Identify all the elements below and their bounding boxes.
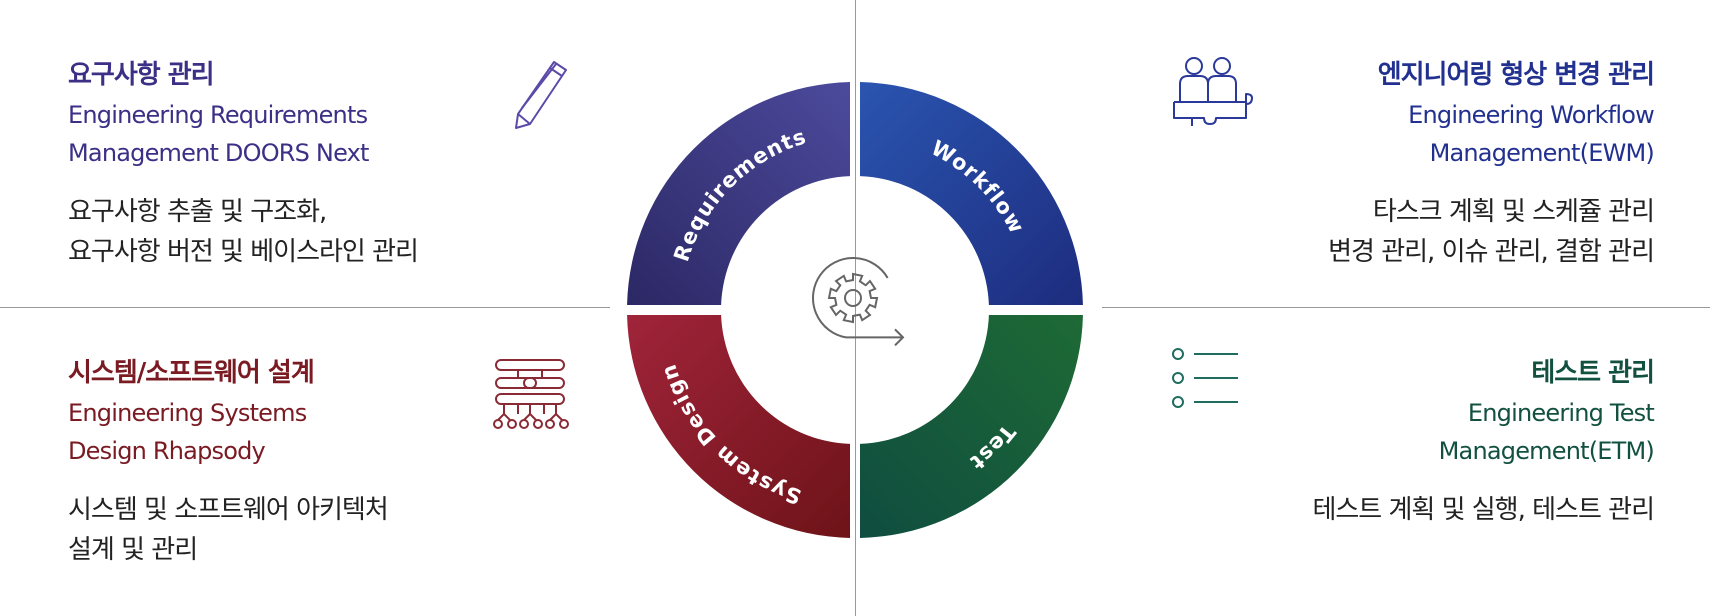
people-puzzle-icon xyxy=(1173,57,1253,126)
workflow-title: 엔지니어링 형상 변경 관리 xyxy=(1377,60,1655,90)
design-product-line1: Engineering Systems xyxy=(68,399,307,427)
workflow-desc-line2: 변경 관리, 이슈 관리, 결함 관리 xyxy=(1328,237,1655,267)
pencil-icon xyxy=(515,61,567,129)
test-title: 테스트 관리 xyxy=(1531,358,1655,388)
vertical-divider xyxy=(855,0,856,616)
horizontal-divider-right xyxy=(1102,307,1710,308)
requirements-desc-line1: 요구사항 추출 및 구조화, xyxy=(68,197,327,227)
requirements-title: 요구사항 관리 xyxy=(68,60,215,90)
design-segment xyxy=(627,314,851,538)
test-product-line1: Engineering Test xyxy=(1467,399,1655,427)
test-quadrant: 테스트 관리 Engineering Test Management(ETM) … xyxy=(1312,356,1655,530)
hierarchy-icon xyxy=(493,359,569,429)
requirements-product-line1: Engineering Requirements xyxy=(68,101,368,129)
requirements-quadrant: 요구사항 관리 Engineering Requirements Managem… xyxy=(68,58,419,272)
workflow-product-line1: Engineering Workflow xyxy=(1408,101,1655,129)
design-description: 시스템 및 소프트웨어 아키텍처 설계 및 관리 xyxy=(68,490,389,570)
requirements-description: 요구사항 추출 및 구조화, 요구사항 버전 및 베이스라인 관리 xyxy=(68,192,419,272)
test-desc-line1: 테스트 계획 및 실행, 테스트 관리 xyxy=(1312,495,1655,525)
test-description: 테스트 계획 및 실행, 테스트 관리 xyxy=(1312,490,1655,530)
requirements-segment xyxy=(627,82,851,306)
test-product-line2: Management(ETM) xyxy=(1438,437,1655,465)
test-segment xyxy=(859,314,1083,538)
checklist-icon xyxy=(1172,348,1238,408)
design-title: 시스템/소프트웨어 설계 xyxy=(68,358,315,388)
design-product-line2: Design Rhapsody xyxy=(68,437,266,465)
workflow-quadrant: 엔지니어링 형상 변경 관리 Engineering Workflow Mana… xyxy=(1328,58,1655,272)
design-desc-line2: 설계 및 관리 xyxy=(68,535,198,565)
workflow-desc-line1: 타스크 계획 및 스케쥴 관리 xyxy=(1372,197,1655,227)
workflow-description: 타스크 계획 및 스케쥴 관리 변경 관리, 이슈 관리, 결함 관리 xyxy=(1328,192,1655,272)
workflow-segment xyxy=(859,82,1083,306)
requirements-desc-line2: 요구사항 버전 및 베이스라인 관리 xyxy=(68,237,419,267)
horizontal-divider-left xyxy=(0,307,610,308)
design-desc-line1: 시스템 및 소프트웨어 아키텍처 xyxy=(68,495,389,525)
requirements-product-line2: Management DOORS Next xyxy=(68,139,369,167)
workflow-product-line2: Management(EWM) xyxy=(1429,139,1655,167)
gear-cycle-icon xyxy=(812,257,905,347)
design-quadrant: 시스템/소프트웨어 설계 Engineering Systems Design … xyxy=(68,356,389,570)
